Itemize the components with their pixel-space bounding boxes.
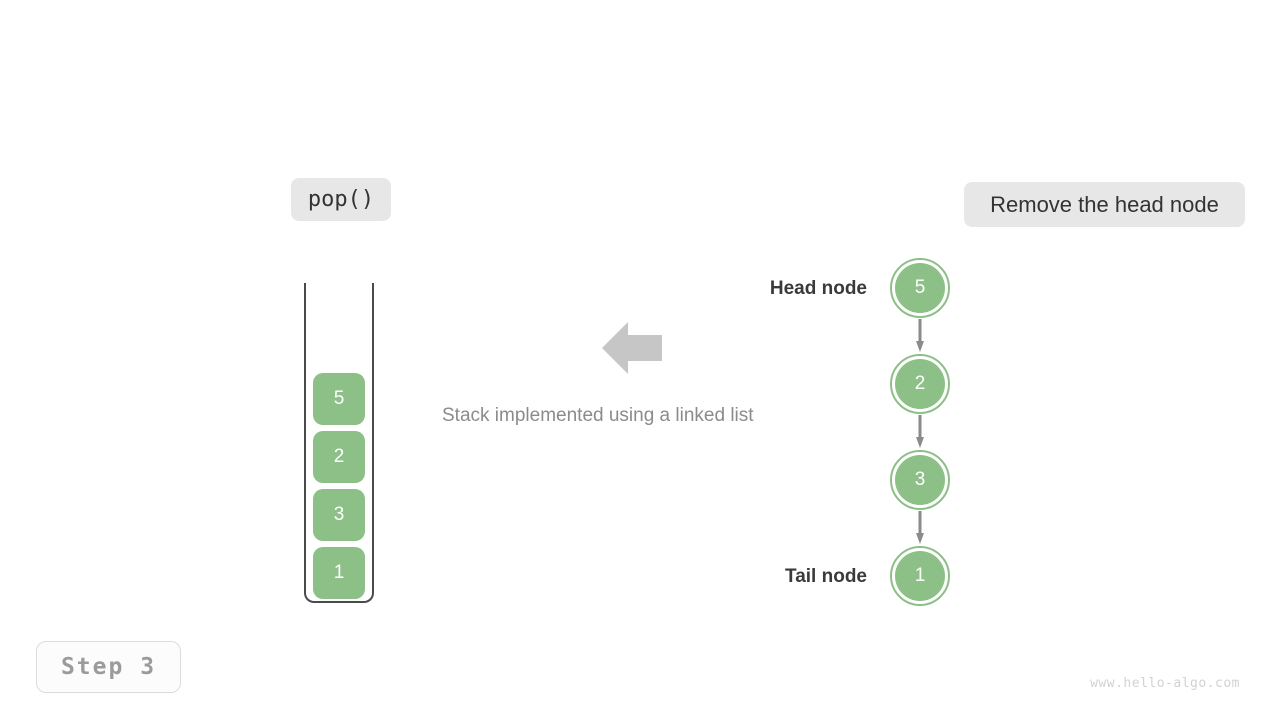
stack-wall-right xyxy=(372,283,374,583)
stack-floor xyxy=(304,553,374,603)
tail-node-label: Tail node xyxy=(785,566,867,587)
watermark: www.hello-algo.com xyxy=(1090,676,1240,691)
stack-item-list: 5 2 3 1 xyxy=(313,373,367,599)
node-core: 5 xyxy=(895,263,945,313)
node-ring xyxy=(890,450,950,510)
linked-list-node: 2 xyxy=(889,353,951,415)
linked-list: 5 2 3 1 xyxy=(889,257,951,607)
action-badge-label: Remove the head node xyxy=(990,191,1219,217)
link-arrow-icon xyxy=(916,319,924,353)
stack-item-value: 1 xyxy=(333,562,345,583)
node-core: 2 xyxy=(895,359,945,409)
stack-item-value: 5 xyxy=(333,388,345,409)
link-arrow-icon xyxy=(916,415,924,449)
node-core: 1 xyxy=(895,551,945,601)
stack-wall-left xyxy=(304,283,306,583)
node-ring xyxy=(890,354,950,414)
step-badge: Step 3 xyxy=(36,641,181,693)
step-badge-label: Step 3 xyxy=(60,654,157,680)
stack-item: 2 xyxy=(313,431,365,483)
node-value: 2 xyxy=(914,373,926,394)
node-core: 3 xyxy=(895,455,945,505)
node-ring xyxy=(890,258,950,318)
stack-container: 5 2 3 1 xyxy=(303,283,377,605)
operation-badge-label: pop() xyxy=(307,187,375,212)
node-value: 1 xyxy=(914,565,926,586)
stack-item: 5 xyxy=(313,373,365,425)
head-node-label: Head node xyxy=(769,278,867,299)
link-arrow-icon xyxy=(916,511,924,545)
node-ring xyxy=(890,546,950,606)
linked-list-node-tail: 1 xyxy=(889,545,951,607)
linked-list-node-head: 5 xyxy=(889,257,951,319)
left-arrow-icon xyxy=(602,321,662,375)
linked-list-node: 3 xyxy=(889,449,951,511)
stack-item: 3 xyxy=(313,489,365,541)
operation-badge: pop() xyxy=(291,178,391,221)
stack-item-value: 3 xyxy=(333,504,345,525)
stack-item: 1 xyxy=(313,547,365,599)
action-badge: Remove the head node xyxy=(964,182,1245,227)
stack-item-value: 2 xyxy=(333,446,345,467)
node-value: 5 xyxy=(914,277,926,298)
node-value: 3 xyxy=(914,469,926,490)
diagram-caption: Stack implemented using a linked list xyxy=(442,405,754,426)
